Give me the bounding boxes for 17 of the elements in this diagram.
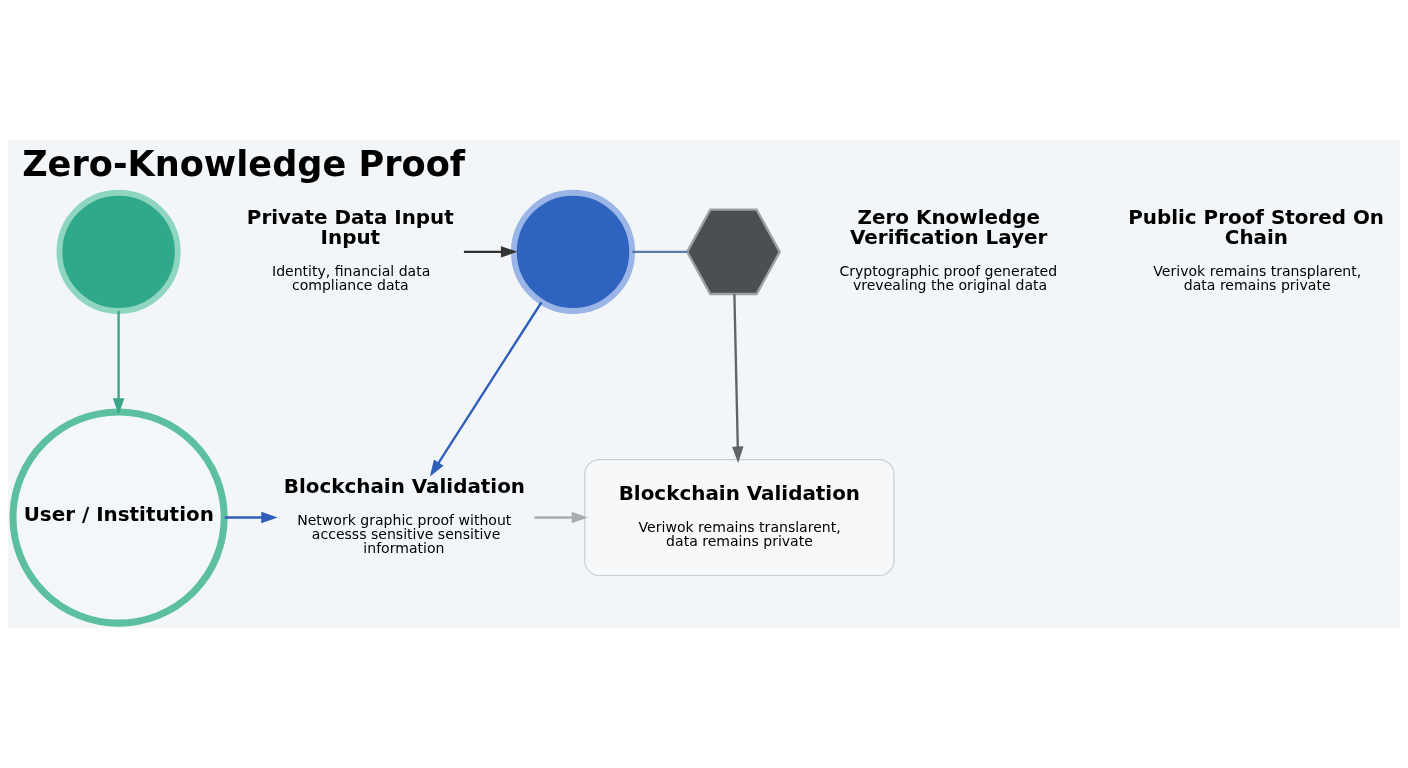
node-text: Private Data Input Input Identity, financial data compliance data — [246, 206, 454, 294]
connector — [632, 250, 688, 253]
arrow — [224, 511, 278, 524]
arrow — [112, 311, 125, 415]
node-circle — [56, 189, 181, 314]
arrow — [732, 294, 744, 463]
diagram-title: Zero-Knowledge Proof — [22, 143, 466, 185]
arrow — [463, 246, 518, 258]
node-circle — [510, 189, 636, 314]
arrow — [429, 301, 543, 477]
node-box: Blockchain Validation Veriwok remains translarent, data remains private — [584, 458, 895, 577]
arrow — [534, 511, 589, 524]
node-text: Zero Knowledge Verification Layer Cryptographic proof generated vrevealing the original data — [839, 206, 1058, 294]
node-hexagon — [685, 208, 782, 296]
node-circle: User / Institution — [9, 408, 228, 627]
node-text: Public Proof Stored On Chain Verivok remains transplarent, data remains private — [1128, 206, 1385, 294]
node-text: Blockchain Validation Network graphic proof without accesss sensitive sensitive information — [283, 475, 526, 556]
